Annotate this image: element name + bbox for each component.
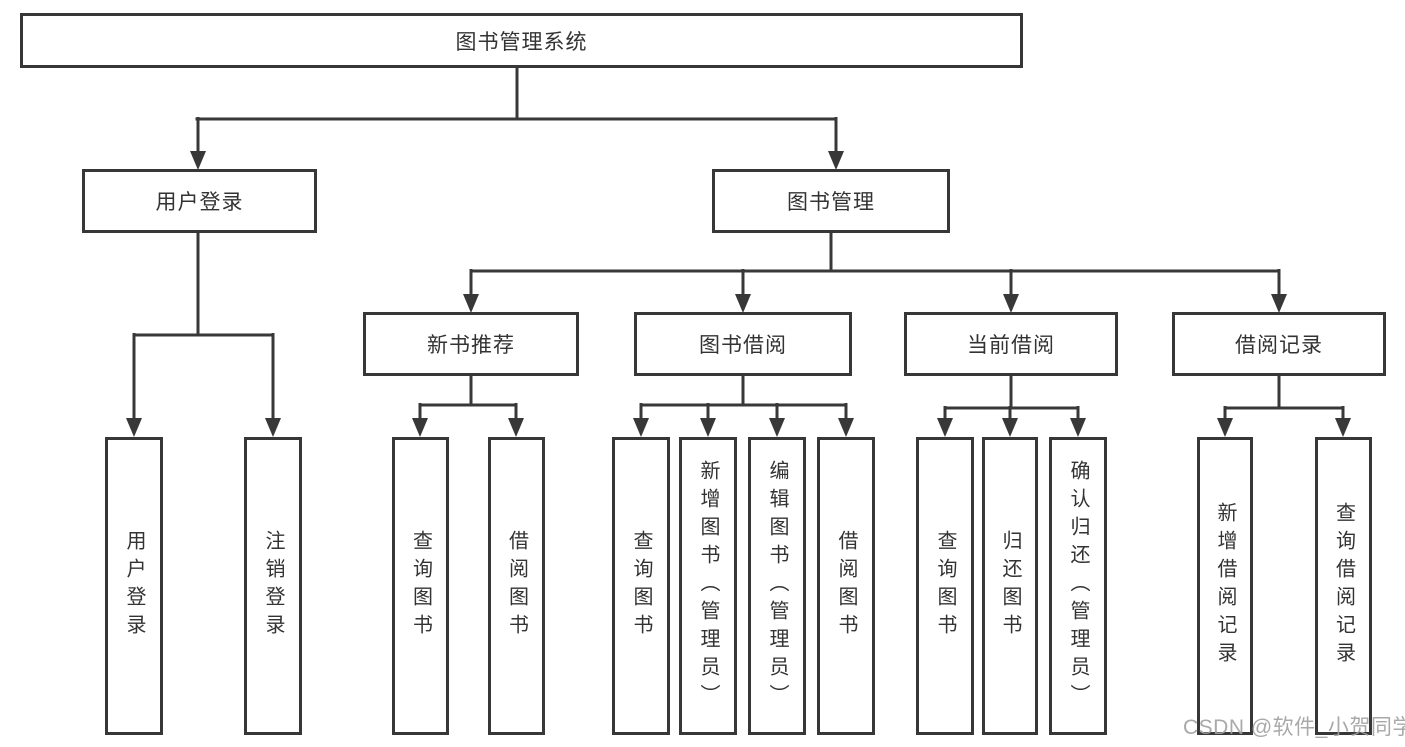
node-leaf-add-borrow-record: 新增借阅记录 (1197, 437, 1253, 735)
node-leaf-query-borrow-record: 查询借阅记录 (1315, 437, 1372, 735)
node-label: 用户登录 (155, 191, 244, 214)
node-label: 归还图书 (999, 530, 1021, 642)
node-label: 查询图书 (630, 530, 652, 642)
node-leaf-query-books-3: 查询图书 (916, 437, 974, 735)
node-label: 新增图书（管理员） (697, 460, 719, 712)
node-leaf-borrow-books-2: 借阅图书 (817, 437, 875, 735)
node-book-borrow: 图书借阅 (634, 312, 852, 376)
node-label: 用户登录 (123, 530, 145, 642)
node-label: 借阅图书 (505, 530, 528, 642)
node-label: 新增借阅记录 (1214, 502, 1236, 670)
node-leaf-edit-books-admin: 编辑图书（管理员） (748, 437, 806, 735)
node-leaf-logout: 注销登录 (244, 437, 302, 735)
node-leaf-return-books: 归还图书 (982, 437, 1038, 735)
node-label: 查询借阅记录 (1332, 502, 1355, 670)
node-user-login: 用户登录 (82, 169, 317, 233)
node-leaf-confirm-return-admin: 确认归还（管理员） (1049, 437, 1107, 735)
node-leaf-query-books-2: 查询图书 (612, 437, 670, 735)
node-leaf-user-login: 用户登录 (105, 437, 163, 735)
node-new-book-recommend: 新书推荐 (363, 312, 579, 376)
node-label: 查询图书 (934, 530, 956, 642)
node-book-management: 图书管理 (712, 169, 950, 233)
node-label: 查询图书 (409, 530, 432, 642)
node-label: 图书管理 (787, 191, 875, 214)
node-label: 编辑图书（管理员） (766, 460, 788, 712)
node-borrow-records: 借阅记录 (1172, 312, 1386, 376)
node-label: 借阅图书 (835, 530, 857, 642)
node-label: 图书借阅 (699, 334, 787, 357)
node-root: 图书管理系统 (20, 13, 1023, 68)
csdn-watermark: CSDN @软件_小贺同学 (1183, 716, 1405, 739)
node-label: 借阅记录 (1235, 334, 1323, 357)
node-label: 图书管理系统 (455, 30, 588, 54)
node-current-borrow: 当前借阅 (904, 312, 1118, 376)
node-label: 当前借阅 (967, 334, 1055, 357)
node-leaf-add-books-admin: 新增图书（管理员） (679, 437, 737, 735)
node-label: 新书推荐 (427, 334, 515, 357)
node-label: 注销登录 (262, 530, 284, 642)
arrowheads (126, 151, 1351, 437)
node-leaf-query-books-1: 查询图书 (392, 437, 449, 735)
node-leaf-borrow-books-1: 借阅图书 (488, 437, 545, 735)
node-label: 确认归还（管理员） (1067, 460, 1089, 712)
